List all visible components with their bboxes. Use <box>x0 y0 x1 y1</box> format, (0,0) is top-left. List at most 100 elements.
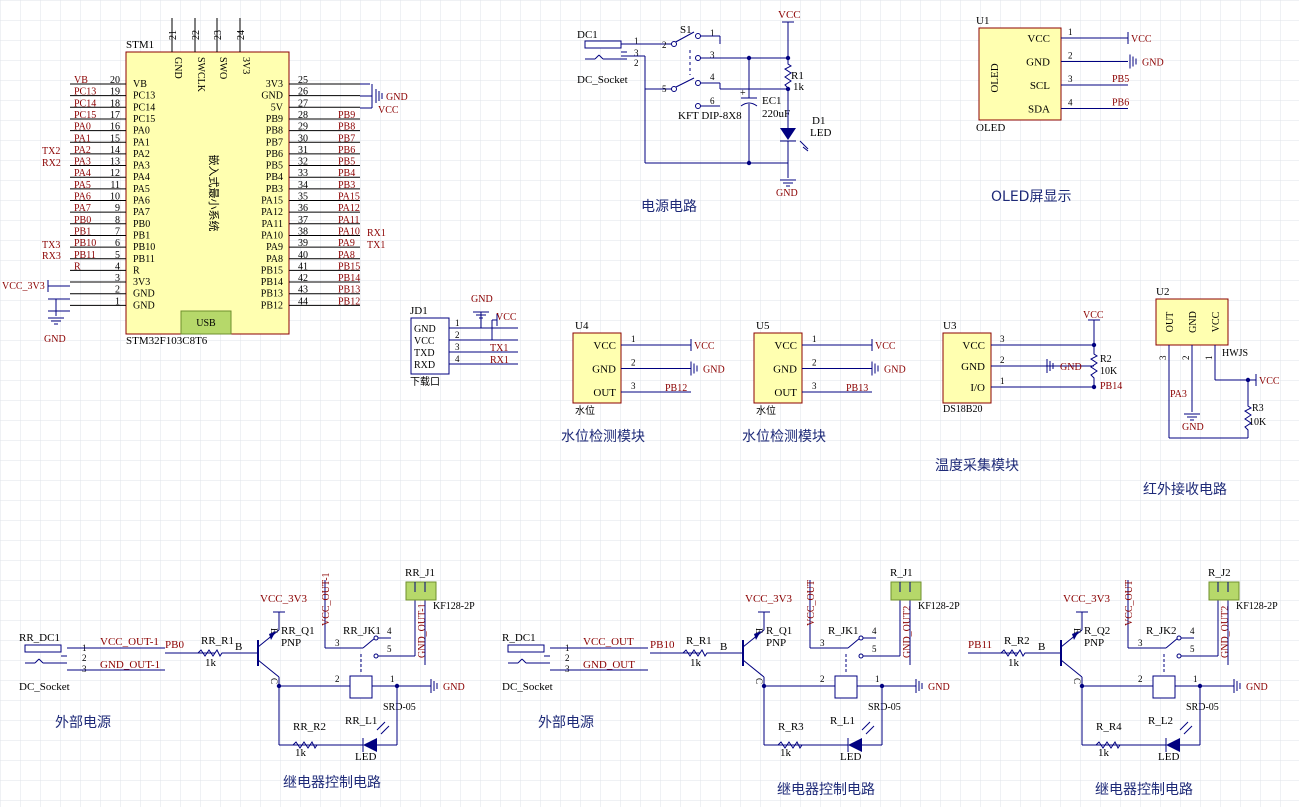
r1-j: R_J1 <box>890 567 913 579</box>
u3-body <box>942 332 992 404</box>
u3-title: 温度采集模块 <box>935 457 1019 474</box>
wire <box>1082 741 1134 749</box>
r2-b: B <box>1038 641 1045 653</box>
rr-r2: RR_R2 <box>293 721 326 733</box>
wire <box>742 659 765 678</box>
u3-net: PB14 <box>1100 381 1122 392</box>
u3-vcc: VCC <box>1083 310 1104 321</box>
left-pin-name: GND <box>133 300 155 311</box>
left-pin-net: PA2 <box>74 145 91 156</box>
left-pin-name: PB10 <box>133 242 155 253</box>
r1-value: 1k <box>793 81 805 93</box>
wire <box>1060 659 1083 678</box>
power-title: 电源电路 <box>641 199 697 215</box>
r1-vcc-out: VCC_OUT <box>806 580 817 626</box>
ext1-title: 外部电源 <box>55 715 111 731</box>
pin-number: 4 <box>1068 98 1073 108</box>
r1-kf: KF128-2P <box>918 601 960 612</box>
right-pin-number: 25 <box>298 75 308 86</box>
jd1-vcc: VCC <box>496 312 517 323</box>
rr-relay-coil <box>349 675 373 699</box>
wire <box>38 658 44 664</box>
r1-c: C <box>754 678 764 684</box>
left-pin-number: 20 <box>110 75 120 86</box>
left-pin-net: PC13 <box>74 87 96 98</box>
u5-designator: U5 <box>756 320 770 332</box>
switch-contact <box>695 103 701 109</box>
pin: 2 <box>634 58 639 68</box>
right-pin-name: 5V <box>271 102 284 113</box>
switch-contact <box>695 55 701 61</box>
right-pin-net: PA11 <box>338 215 360 226</box>
left-pin-net: R <box>74 261 81 272</box>
u4-designator: U4 <box>575 320 589 332</box>
right-pin-number: 43 <box>298 285 308 296</box>
rr-kf: KF128-2P <box>433 601 475 612</box>
u2-body <box>1155 298 1229 346</box>
left-pin-net: PA5 <box>74 180 91 191</box>
r2-vcc3v3: VCC_3V3 <box>1063 593 1111 605</box>
left-pin-number: 11 <box>110 180 120 191</box>
led-symbol <box>780 128 796 140</box>
stm-vcc-right: VCC <box>378 105 399 116</box>
wire <box>1179 721 1189 731</box>
right-pin-number: 34 <box>298 180 308 191</box>
pin-number: 1 <box>812 334 817 344</box>
jd1-pin-name: RXD <box>414 360 435 371</box>
junction-dot <box>879 683 885 689</box>
cap-plate <box>740 102 758 107</box>
r1-designator: R1 <box>791 70 804 82</box>
u3-name: DS18B20 <box>943 404 982 415</box>
label: 2 <box>1138 674 1143 684</box>
pin-number: 1 <box>1204 356 1214 361</box>
temperature-ds18b20: U3DS18B20VCC3GND2I/O1GNDVCCR210KPB14温度采集… <box>935 310 1122 474</box>
pnp-arrow <box>754 631 761 640</box>
ext1-designator: RR_DC1 <box>19 632 60 644</box>
right-pin-net: PB8 <box>338 122 355 133</box>
pnp-arrow <box>1072 631 1079 640</box>
wire <box>847 637 861 649</box>
left-pin-name: PC15 <box>133 114 155 125</box>
left-pin-name: PC13 <box>133 91 155 102</box>
pin-number: 1 <box>631 334 636 344</box>
u5-gnd: GND <box>884 365 906 376</box>
wire <box>1060 629 1083 648</box>
pin-number: 1 <box>1068 27 1073 37</box>
dc-plug-body <box>507 644 545 653</box>
left-pin-net: VB <box>74 75 88 86</box>
right-pin-name: PB13 <box>261 289 283 300</box>
wire <box>1090 345 1098 387</box>
left-pin-name: R <box>133 265 140 276</box>
wire <box>988 649 1038 657</box>
left-pin-name: PA4 <box>133 172 150 183</box>
left-pin-number: 17 <box>110 110 120 121</box>
top-pin-name: SWCLK <box>195 57 206 93</box>
r2-srd: SRD-05 <box>1186 702 1219 713</box>
right-pin-name: PB9 <box>266 114 283 125</box>
net-tx1: TX1 <box>367 240 385 251</box>
pin: 3 <box>82 664 87 674</box>
switch-contact <box>695 80 701 86</box>
s1-designator: S1 <box>680 24 692 36</box>
oled-body <box>978 27 1062 121</box>
left-pin-number: 3 <box>115 273 120 284</box>
pin-number: 1 <box>1000 376 1005 386</box>
left-pin-net: PB10 <box>74 238 96 249</box>
jd1-net: RX1 <box>490 355 509 366</box>
ext1-name: DC_Socket <box>19 681 70 693</box>
switch-contact <box>671 41 677 47</box>
rr-r2-val: 1k <box>295 747 307 759</box>
left-pin-name: PB11 <box>133 254 155 265</box>
rr-gnd-out: GND_OUT-1 <box>417 603 428 658</box>
oled-pin-name: SDA <box>1028 104 1050 116</box>
u2-designator: U2 <box>1156 286 1169 298</box>
wire <box>1165 637 1179 649</box>
u4-net: PB12 <box>665 383 687 394</box>
right-pin-net: PB9 <box>338 110 355 121</box>
wire <box>802 146 809 152</box>
switch-contact <box>858 635 864 641</box>
u4-gnd: GND <box>703 365 725 376</box>
